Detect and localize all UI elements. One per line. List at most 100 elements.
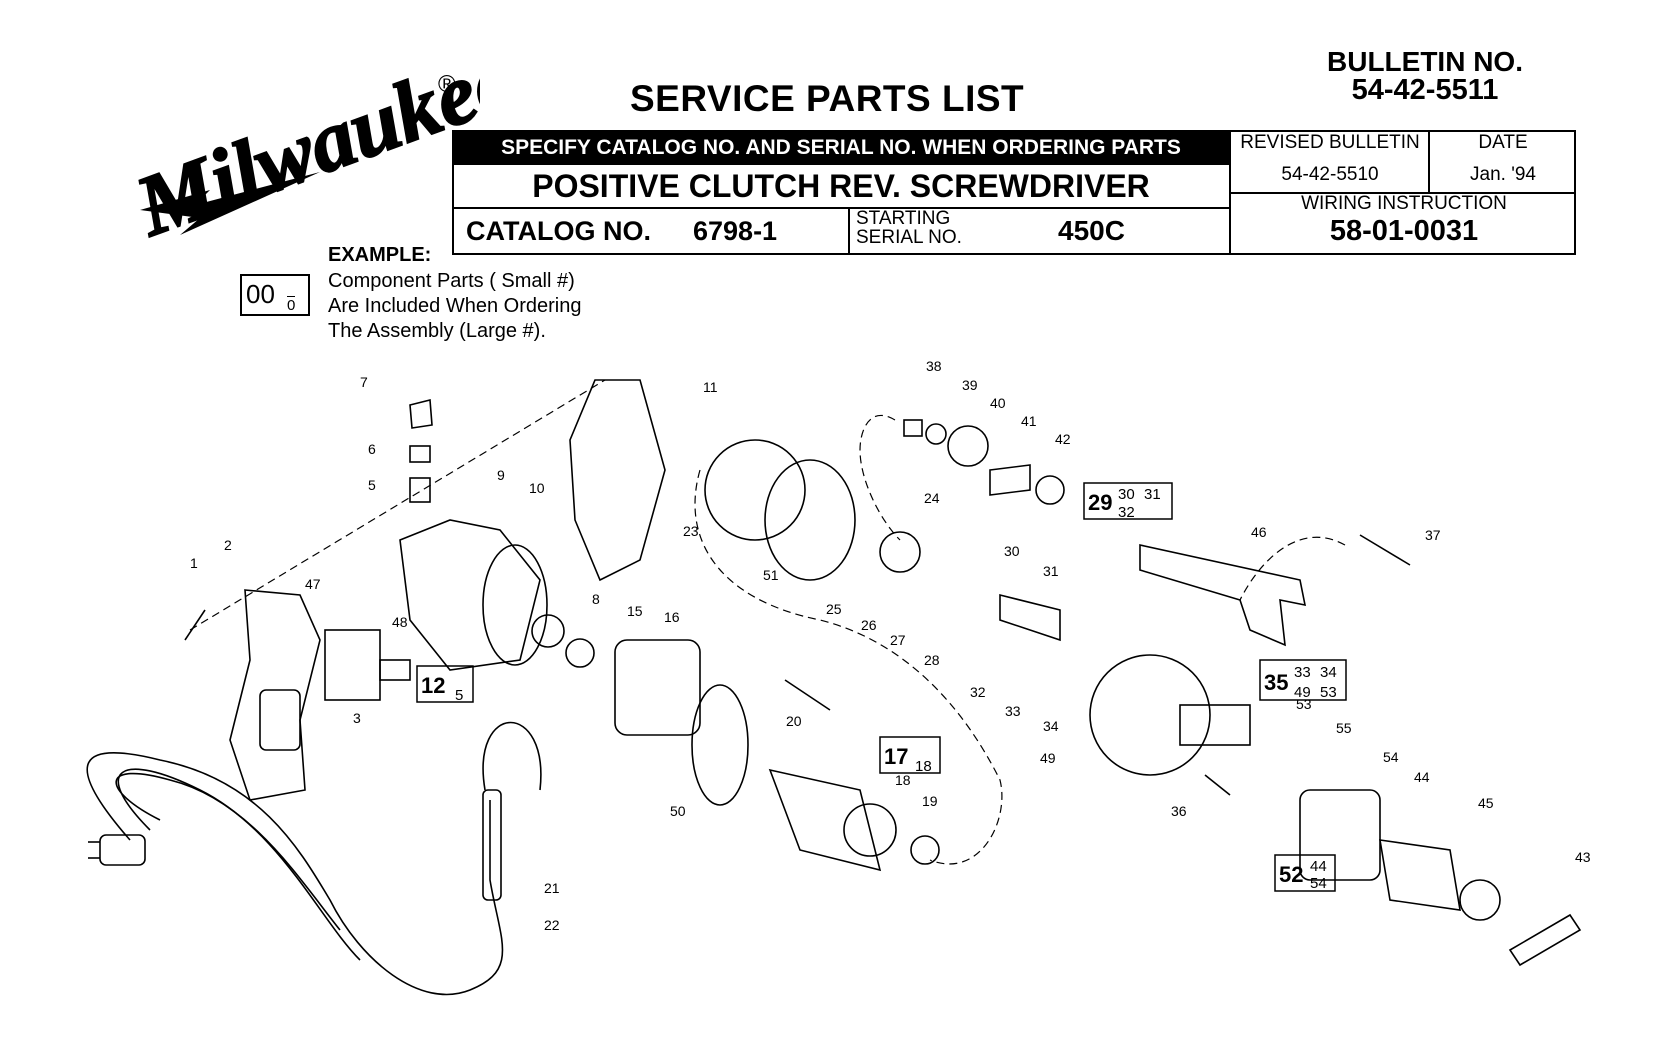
- example-line: Component Parts ( Small #): [328, 270, 575, 292]
- callout-36: 36: [1171, 803, 1187, 819]
- callout-42: 42: [1055, 431, 1071, 447]
- revised-bulletin-label: REVISED BULLETIN: [1240, 132, 1420, 153]
- callout-2: 2: [224, 537, 232, 553]
- assembly-17-part: 18: [915, 758, 932, 775]
- callout-32: 32: [970, 684, 986, 700]
- callout-19: 19: [922, 793, 938, 809]
- example-small-number: 0: [287, 296, 296, 314]
- callout-7: 7: [360, 374, 368, 390]
- callout-21: 21: [544, 880, 560, 896]
- motor-housing: [399, 519, 541, 671]
- callout-44: 44: [1414, 769, 1430, 785]
- assembly-12-part: 5: [455, 687, 463, 704]
- armature: [768, 768, 882, 872]
- callout-30: 30: [1004, 543, 1020, 559]
- callout-43: 43: [1575, 849, 1591, 865]
- serial-label: SERIAL NO.: [856, 227, 962, 248]
- callout-37: 37: [1425, 527, 1441, 543]
- plug: [99, 834, 146, 866]
- catalog-number: 6798-1: [693, 216, 778, 246]
- gear-case-cover: [569, 379, 666, 582]
- callout-38: 38: [926, 358, 942, 374]
- belt-hook: [1139, 544, 1307, 647]
- cord-protector: [482, 789, 502, 901]
- assembly-29-part: 32: [1118, 504, 1135, 521]
- registered-mark: ®: [438, 71, 456, 98]
- assembly-52: 52: [1279, 862, 1303, 887]
- callout-49: 49: [1040, 750, 1056, 766]
- callout-46: 46: [1251, 524, 1267, 540]
- callout-27: 27: [890, 632, 906, 648]
- example-line: Are Included When Ordering: [328, 295, 582, 317]
- callout-8: 8: [592, 591, 600, 607]
- example-label: EXAMPLE:: [328, 244, 432, 266]
- callout-51: 51: [763, 567, 779, 583]
- callout-16: 16: [664, 609, 680, 625]
- wiring-instruction-label: WIRING INSTRUCTION: [1301, 193, 1507, 214]
- callout-47: 47: [305, 576, 321, 592]
- bulletin-number: 54-42-5511: [1351, 74, 1499, 106]
- wiring-instruction-number: 58-01-0031: [1329, 215, 1479, 247]
- clutch-housing: [1089, 654, 1211, 776]
- bulletin-label: BULLETIN NO.: [1327, 46, 1523, 77]
- callout-22: 22: [544, 917, 560, 933]
- assembly-12: 12: [421, 673, 445, 698]
- callout-41: 41: [1021, 413, 1037, 429]
- starting-serial-label: STARTING SERIAL NO.: [856, 209, 962, 247]
- switch: [324, 629, 381, 701]
- callout-25: 25: [826, 601, 842, 617]
- date-label: DATE: [1478, 132, 1528, 153]
- callout-18: 18: [895, 772, 911, 788]
- callout-34: 34: [1043, 718, 1059, 734]
- assembly-52-part: 54: [1310, 875, 1327, 892]
- callout-11: 11: [703, 379, 718, 395]
- callout-28: 28: [924, 652, 940, 668]
- callout-55: 55: [1336, 720, 1352, 736]
- assembly-35-part: 33: [1294, 664, 1311, 681]
- callout-6: 6: [368, 441, 376, 457]
- assembly-35-part: 49: [1294, 684, 1311, 701]
- table-divider: [1428, 130, 1430, 193]
- table-divider: [1229, 192, 1576, 194]
- assembly-29-part: 30: [1118, 486, 1135, 503]
- revised-bulletin-number: 54-42-5510: [1281, 164, 1379, 185]
- assembly-29-part: 31: [1144, 486, 1161, 503]
- callout-10: 10: [529, 480, 545, 496]
- assembly-52-part: 44: [1310, 858, 1327, 875]
- assembly-labels: 12 5 17 18 29 30 31 32 35 33 34 49 53 52…: [421, 486, 1337, 892]
- callout-15: 15: [627, 603, 643, 619]
- callout-23: 23: [683, 523, 699, 539]
- catalog-label: CATALOG NO.: [466, 216, 651, 246]
- callout-24: 24: [924, 490, 940, 506]
- product-name: POSITIVE CLUTCH REV. SCREWDRIVER: [452, 165, 1230, 209]
- callout-33: 33: [1005, 703, 1021, 719]
- callout-40: 40: [990, 395, 1006, 411]
- callout-45: 45: [1478, 795, 1494, 811]
- date-value: Jan. '94: [1470, 164, 1536, 185]
- gear-case: [704, 439, 806, 541]
- field-coil: [614, 639, 701, 736]
- example-big-number: 00: [246, 279, 275, 309]
- clutch-sleeve: [1299, 789, 1381, 881]
- assembly-29: 29: [1088, 490, 1112, 515]
- callout-26: 26: [861, 617, 877, 633]
- callout-39: 39: [962, 377, 978, 393]
- serial-number: 450C: [1058, 215, 1125, 246]
- handle-housing: [229, 589, 321, 801]
- ordering-note: SPECIFY CATALOG NO. AND SERIAL NO. WHEN …: [452, 130, 1230, 165]
- page-title: SERVICE PARTS LIST: [630, 78, 1025, 119]
- callout-31: 31: [1043, 563, 1059, 579]
- callout-20: 20: [786, 713, 802, 729]
- callout-1: 1: [190, 555, 198, 571]
- example-box: [240, 274, 310, 316]
- power-cord: [86, 752, 504, 996]
- assembly-35: 35: [1264, 670, 1288, 695]
- callout-5: 5: [368, 477, 376, 493]
- assembly-35-part: 53: [1320, 684, 1337, 701]
- callout-3: 3: [353, 710, 361, 726]
- example-line: The Assembly (Large #).: [328, 320, 546, 342]
- assembly-17: 17: [884, 744, 908, 769]
- assembly-35-part: 34: [1320, 664, 1337, 681]
- callout-50: 50: [670, 803, 686, 819]
